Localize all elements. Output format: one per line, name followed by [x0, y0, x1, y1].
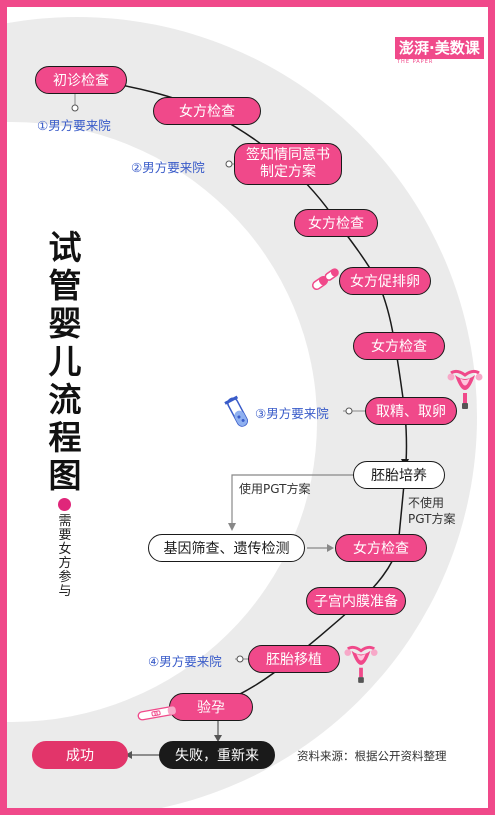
note-male-visit-3: ③男方要来院 — [255, 406, 329, 421]
connector-pgt — [231, 474, 359, 525]
uterus-icon — [447, 369, 483, 409]
uterus-icon — [344, 645, 378, 683]
step-female-exam-2: 女方检查 — [294, 209, 378, 237]
brand-logo: 澎湃·美数课 — [395, 37, 484, 59]
step-female-exam-1: 女方检查 — [153, 97, 261, 125]
step-retrieval: 取精、取卵 — [365, 397, 457, 425]
subtitle-dot — [58, 498, 71, 511]
page-title: 试 管 婴 儿 流 程 图 — [45, 229, 85, 495]
subtitle-char: 与 — [58, 584, 72, 599]
step-ovulation: 女方促排卵 — [339, 267, 431, 295]
title-char: 试 — [48, 228, 82, 267]
title-char: 流 — [48, 380, 82, 419]
title-char: 管 — [48, 266, 82, 305]
step-endometrium: 子宫内膜准备 — [306, 587, 406, 615]
subtitle-char: 要 — [58, 528, 72, 543]
subtitle: 需 要 女 方 参 与 — [57, 515, 73, 599]
title-char: 图 — [48, 456, 82, 495]
note-male-visit-4: ④男方要来院 — [148, 654, 222, 669]
subtitle-char: 需 — [58, 514, 72, 529]
step-checkup: 初诊检查 — [35, 66, 127, 94]
outcome-success: 成功 — [32, 741, 128, 769]
note-male-visit-1: ①男方要来院 — [37, 118, 111, 133]
subtitle-char: 方 — [58, 556, 72, 571]
outcome-failure: 失败，重新来 — [159, 741, 275, 769]
branch-no-pgt-line-1: 不使用 — [408, 496, 445, 510]
test-tube-icon — [224, 395, 248, 427]
step-culture: 胚胎培养 — [353, 461, 445, 489]
step-female-exam-3: 女方检查 — [353, 332, 445, 360]
consent-line-1: 签知情同意书 — [246, 147, 330, 163]
branch-no-pgt-line-2: PGT方案 — [408, 512, 456, 526]
consent-line-2: 制定方案 — [260, 164, 316, 180]
title-char: 儿 — [48, 342, 82, 381]
subtitle-char: 女 — [58, 542, 72, 557]
title-char: 程 — [48, 418, 82, 457]
step-consent: 签知情同意书 制定方案 — [234, 143, 342, 185]
source-note: 资料来源：根据公开资料整理 — [297, 749, 447, 763]
step-female-exam-4: 女方检查 — [335, 534, 427, 562]
brand-logo-sub: THE PAPER — [397, 59, 434, 65]
pills-icon — [311, 268, 339, 291]
branch-use-pgt: 使用PGT方案 — [239, 482, 311, 496]
step-genetic-screening: 基因筛查、遗传检测 — [148, 534, 305, 562]
note-male-visit-2: ②男方要来院 — [131, 160, 205, 175]
subtitle-char: 参 — [58, 570, 72, 585]
step-transfer: 胚胎移植 — [248, 645, 340, 673]
pregnancy-test-icon — [137, 705, 177, 721]
step-pregnancy-test: 验孕 — [169, 693, 253, 721]
title-char: 婴 — [48, 304, 82, 343]
